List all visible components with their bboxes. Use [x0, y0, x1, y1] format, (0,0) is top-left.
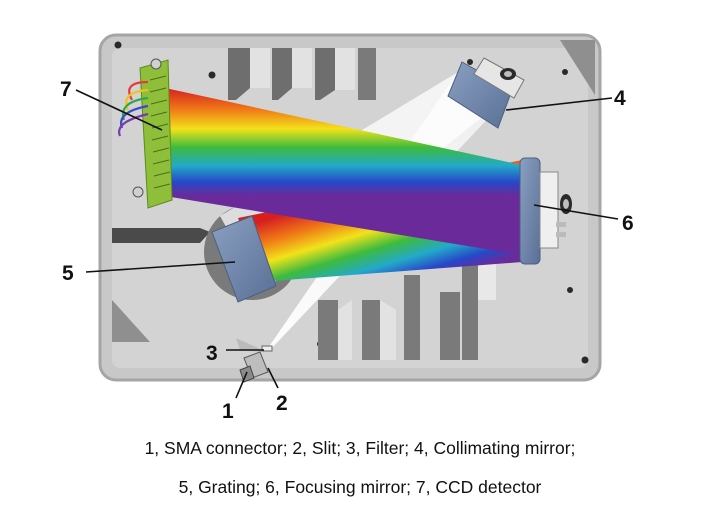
- mount-tab: [556, 232, 566, 237]
- ccd-detector: [118, 58, 173, 209]
- grating: [211, 215, 277, 303]
- callout-1: 1: [222, 400, 234, 423]
- baffle: [292, 48, 312, 88]
- callout-6: 6: [622, 212, 634, 235]
- baffle: [318, 300, 338, 360]
- leader-4: [505, 97, 613, 111]
- leader-7: [75, 89, 163, 131]
- callout-5: 5: [62, 262, 74, 285]
- mount-screw: [563, 199, 569, 209]
- baffle: [478, 262, 496, 300]
- mounting-hole: [562, 69, 568, 75]
- input-assembly: [236, 338, 273, 383]
- baffle: [315, 48, 335, 100]
- baffle: [380, 300, 396, 360]
- collimating-mirror: [447, 57, 525, 129]
- housing-wedge: [112, 300, 150, 342]
- callout-7: 7: [60, 78, 72, 101]
- baffle: [462, 262, 478, 360]
- divider-wall: [112, 228, 210, 243]
- leader-1: [235, 371, 248, 399]
- callout-4: 4: [614, 87, 626, 110]
- baffle: [250, 48, 270, 88]
- mount-screw: [504, 71, 512, 77]
- leader-5: [85, 261, 236, 273]
- mounting-hole: [467, 59, 473, 65]
- baffle: [362, 300, 380, 360]
- light-baffles-bottom: [318, 262, 496, 360]
- mounting-hole: [581, 356, 589, 364]
- baffle: [335, 48, 355, 90]
- baffle: [338, 300, 352, 360]
- baffle: [440, 292, 460, 360]
- leader-6: [533, 204, 619, 220]
- ccd-screw: [132, 186, 144, 198]
- mount-tab: [556, 222, 566, 227]
- housing-wedge: [560, 40, 595, 95]
- callout-3: 3: [206, 342, 218, 365]
- baffle: [358, 48, 376, 100]
- mounting-hole: [567, 287, 573, 293]
- leader-2: [267, 367, 279, 389]
- caption-line-2: 5, Grating; 6, Focusing mirror; 7, CCD d…: [178, 477, 542, 497]
- baffle: [272, 48, 292, 100]
- light-baffles-top: [228, 48, 376, 100]
- ccd-wires: [118, 80, 149, 137]
- focusing-mirror-mount: [539, 171, 559, 249]
- callout-leaders: [75, 89, 619, 399]
- grating-block: [211, 215, 277, 303]
- focusing-mirror: [519, 157, 572, 265]
- mounting-hole: [114, 41, 122, 49]
- baffle: [404, 275, 420, 360]
- slit: [261, 345, 273, 352]
- ccd-screw: [150, 58, 162, 70]
- baffle: [228, 48, 250, 100]
- mounting-hole: [208, 71, 216, 79]
- focusing-mirror-body: [519, 157, 541, 265]
- spectrum-beam-focusing-to-ccd: [165, 88, 522, 255]
- entrance-notch: [236, 338, 262, 352]
- callout-2: 2: [276, 392, 288, 415]
- caption-line-1: 1, SMA connector; 2, Slit; 3, Filter; 4,…: [144, 438, 576, 458]
